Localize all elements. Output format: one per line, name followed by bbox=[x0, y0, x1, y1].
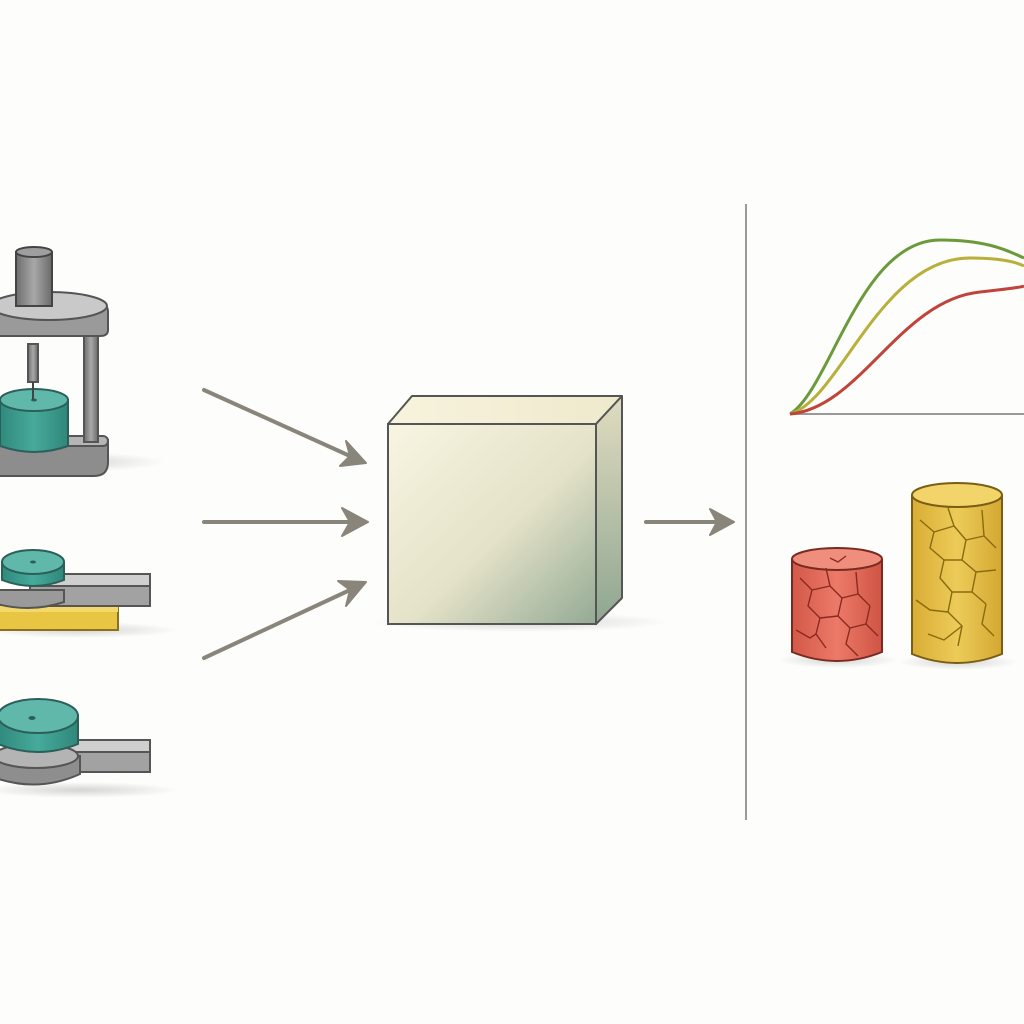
input-arrow-bottom bbox=[202, 580, 367, 660]
input-arrow-middle bbox=[202, 507, 369, 537]
output-arrow bbox=[644, 508, 735, 536]
shear-test-device-icon bbox=[0, 549, 180, 638]
cracked-red-sample-icon bbox=[778, 547, 898, 668]
model-block-icon bbox=[370, 395, 670, 632]
input-arrow-top bbox=[202, 388, 367, 467]
compression-test-machine-icon bbox=[0, 246, 165, 477]
direct-shear-test-icon bbox=[0, 698, 180, 798]
cracked-yellow-sample-icon bbox=[898, 482, 1018, 670]
stress-strain-curves-icon bbox=[789, 238, 1024, 416]
